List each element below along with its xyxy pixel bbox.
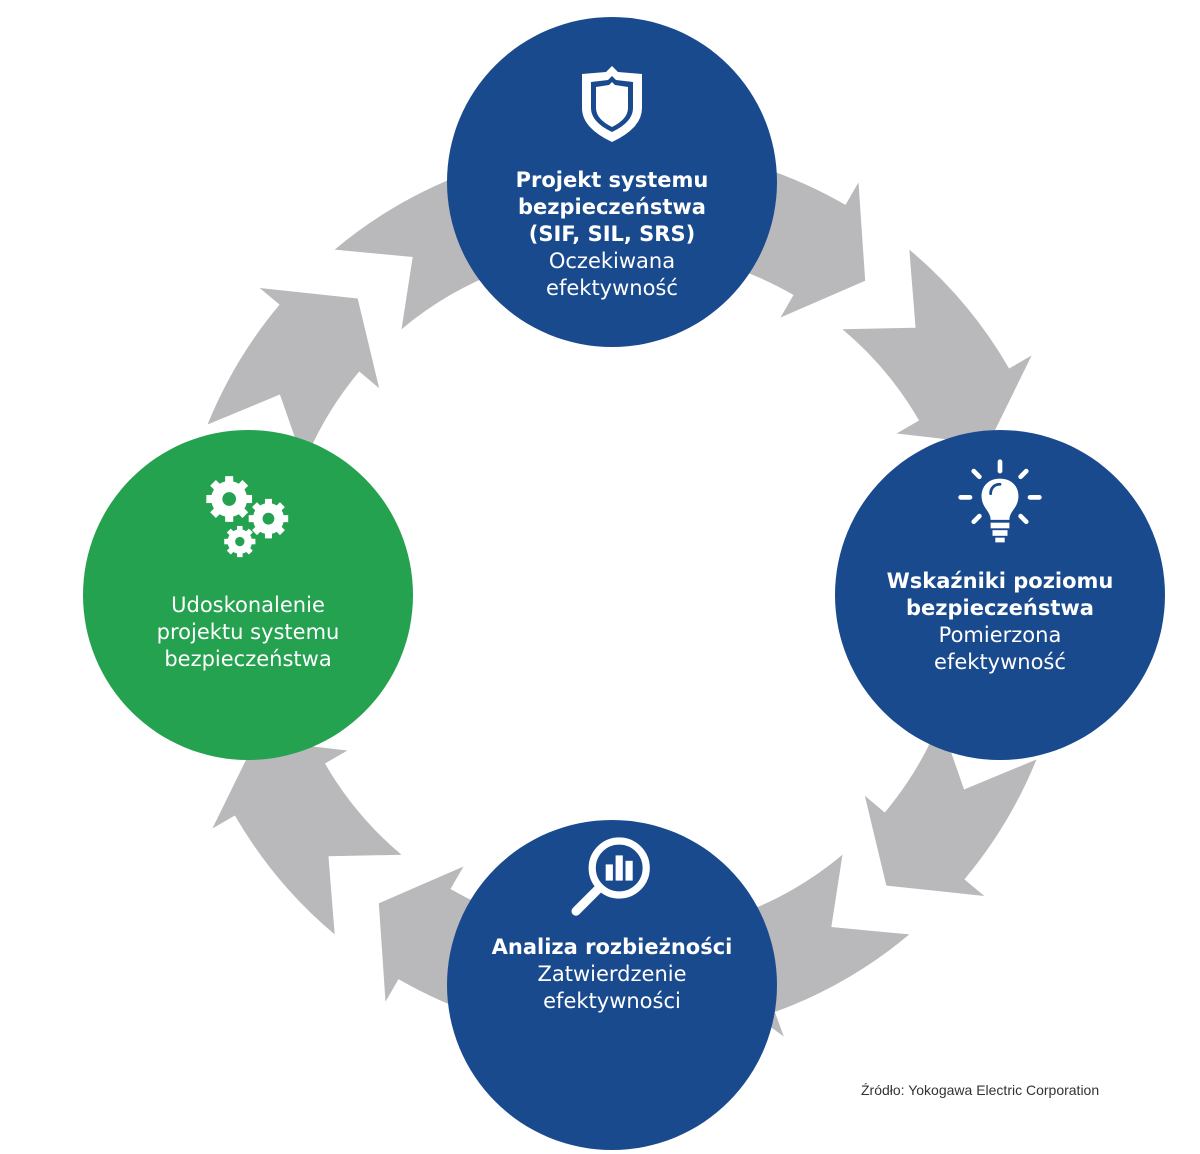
arrow-left-to-top-a <box>207 287 380 464</box>
magnifier-chart-icon <box>567 832 657 922</box>
gear-small <box>224 525 256 558</box>
node-title: Wskaźniki poziomu bezpieczeństwa <box>886 569 1114 620</box>
node-subtitle: Udoskonalenie projektu systemu bezpiecze… <box>156 593 340 671</box>
arrow-top-to-right-a <box>693 154 866 318</box>
node-subtitle: Zatwierdzenie efektywności <box>537 962 687 1013</box>
arrow-top-to-right-b <box>842 249 1032 445</box>
arrow-bottom-to-left-b <box>212 739 402 935</box>
source-credit: Źródło: Yokogawa Electric Corporation <box>861 1082 1100 1098</box>
arrow-right-to-bottom-a <box>864 720 1037 897</box>
node-gap-analysis: Analiza rozbieżności Zatwierdzenie efekt… <box>447 820 777 1150</box>
gear-medium <box>248 498 289 539</box>
node-safety-system-design: Projekt systemu bezpieczeństwa (SIF, SIL… <box>447 17 777 347</box>
node-design-improvement: Udoskonalenie projektu systemu bezpiecze… <box>83 430 413 760</box>
node-title: Projekt systemu bezpieczeństwa (SIF, SIL… <box>515 168 709 246</box>
node-title: Analiza rozbieżności <box>491 935 733 959</box>
node-safety-indicators: Wskaźniki poziomu bezpieczeństwa Pomierz… <box>835 430 1165 760</box>
gears-icon <box>203 472 293 562</box>
node-subtitle: Oczekiwana efektywność <box>546 249 678 300</box>
shield-icon <box>567 59 657 149</box>
gear-large <box>206 476 253 522</box>
lightbulb-icon <box>955 458 1045 548</box>
node-subtitle: Pomierzona efektywność <box>934 623 1066 674</box>
